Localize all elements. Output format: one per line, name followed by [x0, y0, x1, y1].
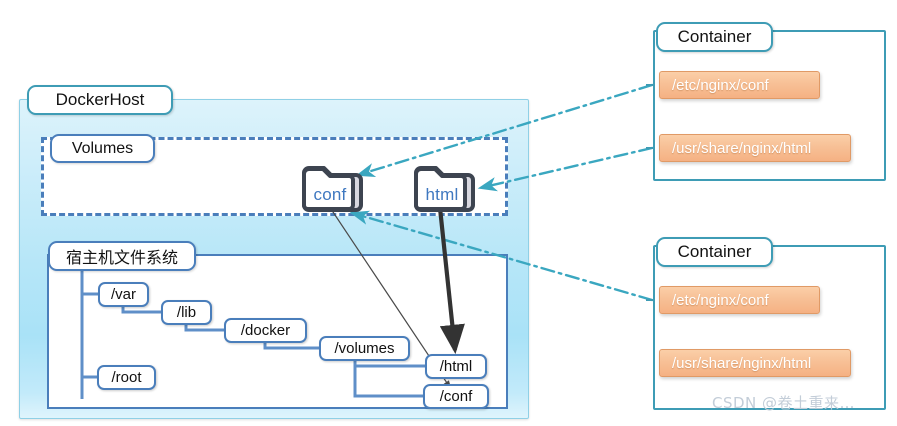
host-filesystem-label: 宿主机文件系统: [48, 241, 196, 271]
tree-node-html[interactable]: /html: [425, 354, 487, 379]
folder-label: conf: [313, 185, 347, 204]
folder-icon: [414, 166, 475, 212]
container-label-1: Container: [656, 22, 773, 52]
watermark: CSDN @卷土重来…: [712, 394, 856, 412]
tree-node-volumes[interactable]: /volumes: [319, 336, 410, 361]
tree-node-lib[interactable]: /lib: [161, 300, 212, 325]
volume-folder-conf[interactable]: conf: [299, 163, 368, 215]
tree-node-var[interactable]: /var: [98, 282, 149, 307]
folder-label: html: [425, 185, 459, 204]
dockerhost-label: DockerHost: [27, 85, 173, 115]
container-label-2: Container: [656, 237, 773, 267]
tree-node-docker[interactable]: /docker: [224, 318, 307, 343]
volume-folder-html[interactable]: html: [411, 163, 480, 215]
volumes-label: Volumes: [50, 134, 155, 163]
container-path-chip[interactable]: /usr/share/nginx/html: [659, 134, 851, 162]
container-path-chip[interactable]: /usr/share/nginx/html: [659, 349, 851, 377]
container-path-chip[interactable]: /etc/nginx/conf: [659, 71, 820, 99]
tree-node-conf[interactable]: /conf: [423, 384, 489, 409]
container-path-chip[interactable]: /etc/nginx/conf: [659, 286, 820, 314]
folder-icon: [302, 166, 363, 212]
tree-node-root[interactable]: /root: [97, 365, 156, 390]
container-panel-2: [653, 245, 886, 410]
